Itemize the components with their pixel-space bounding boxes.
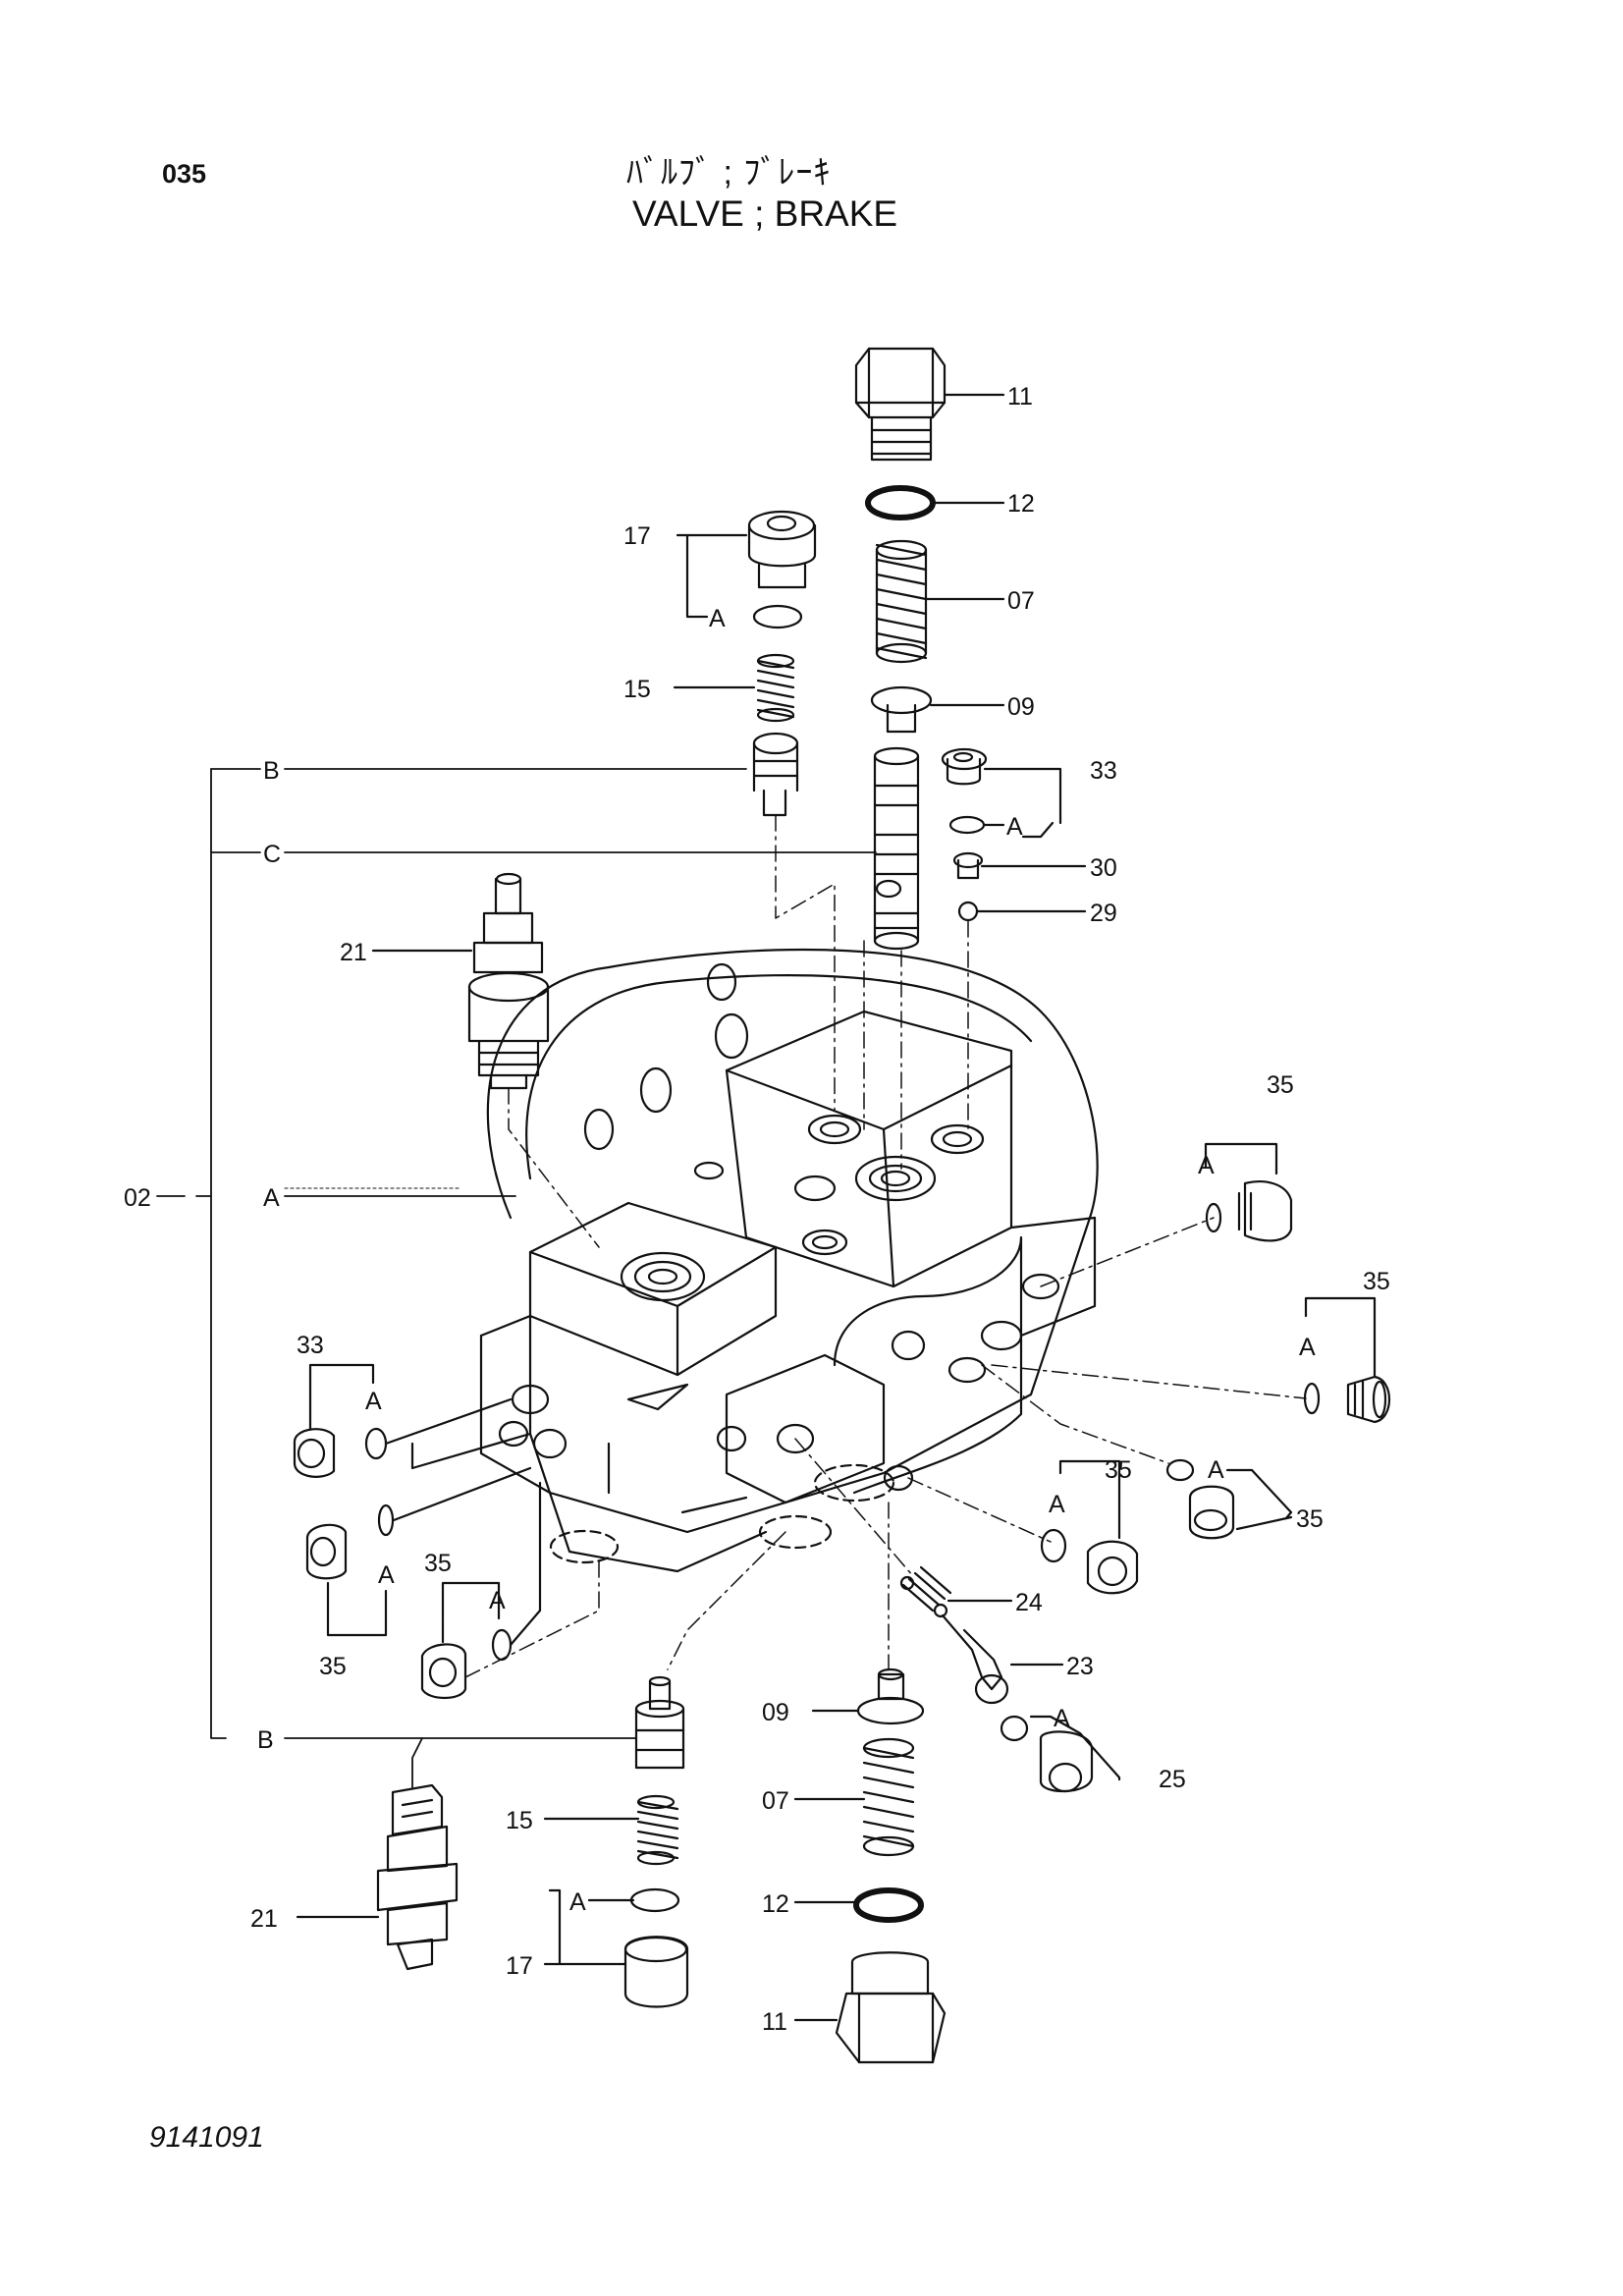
callout-b-bottom: B xyxy=(257,1726,274,1754)
top-right-small-parts xyxy=(941,747,1087,922)
callout-09-bottom: 09 xyxy=(762,1699,789,1726)
callout-a-17-bottom: A xyxy=(569,1888,586,1916)
callout-35-right-3: 35 xyxy=(1296,1505,1324,1533)
callout-24: 24 xyxy=(1015,1589,1043,1616)
title-japanese: ﾊﾞﾙﾌﾞ ; ﾌﾞﾚｰｷ xyxy=(626,154,832,191)
callout-a-35-center: A xyxy=(1049,1491,1065,1518)
callout-35-right-2: 35 xyxy=(1363,1268,1390,1295)
callout-12-bottom: 12 xyxy=(762,1890,789,1918)
callout-07-top: 07 xyxy=(1007,587,1035,615)
callout-35-center: 35 xyxy=(1105,1456,1132,1484)
callout-a-35-bottom-left: A xyxy=(489,1587,506,1614)
center-lines xyxy=(460,814,1307,1680)
callout-17-top: 17 xyxy=(623,522,651,550)
bottom-left-check xyxy=(296,1675,689,2008)
callout-a-35-right-1: A xyxy=(1198,1152,1215,1179)
callout-33-right: 33 xyxy=(1090,757,1117,785)
callout-15-bottom: 15 xyxy=(506,1807,533,1834)
callout-21-top: 21 xyxy=(340,939,367,966)
callout-09-top: 09 xyxy=(1007,693,1035,721)
callout-35-right-1: 35 xyxy=(1267,1071,1294,1099)
top-valve-stack xyxy=(854,347,1005,951)
callout-12-top: 12 xyxy=(1007,490,1035,518)
callout-17-bottom: 17 xyxy=(506,1952,533,1980)
callout-11-bottom: 11 xyxy=(762,2008,787,2036)
callout-b-top: B xyxy=(263,757,280,785)
callout-a-35-right-3: A xyxy=(1208,1456,1224,1484)
relief-valve-21-top xyxy=(371,872,550,1090)
callout-29: 29 xyxy=(1090,900,1117,927)
callout-labels: 11 12 07 09 17 A 15 B C 33 A 30 29 21 02… xyxy=(124,383,1390,2036)
bottom-valve-stack xyxy=(793,1667,947,2064)
callout-a-33-left: A xyxy=(365,1388,382,1415)
callout-a-25: A xyxy=(1054,1705,1070,1732)
page-number: 035 xyxy=(162,159,207,189)
callout-a-35-right-2: A xyxy=(1299,1334,1316,1361)
callout-21-bottom: 21 xyxy=(250,1905,278,1933)
routing-lines xyxy=(156,768,877,1788)
title-english: VALVE ; BRAKE xyxy=(632,193,898,234)
left-side-plugs xyxy=(293,1363,542,1700)
callout-23: 23 xyxy=(1066,1653,1094,1680)
callout-02: 02 xyxy=(124,1184,151,1212)
callout-a-17-top: A xyxy=(709,605,726,632)
valve-body-02 xyxy=(479,948,1099,1573)
callout-07-bottom: 07 xyxy=(762,1787,789,1815)
callout-a-33-right: A xyxy=(1006,813,1023,841)
right-side-plugs xyxy=(1040,1142,1390,1595)
callout-35-bottom-left: 35 xyxy=(424,1550,452,1577)
callout-11-top: 11 xyxy=(1007,383,1033,410)
callout-33-left: 33 xyxy=(297,1332,324,1359)
callout-a-35-left: A xyxy=(378,1561,395,1589)
callout-30: 30 xyxy=(1090,854,1117,882)
callout-35-left: 35 xyxy=(319,1653,347,1680)
callout-25: 25 xyxy=(1159,1766,1186,1793)
lower-right-parts xyxy=(899,1565,1121,1793)
drawing-number: 9141091 xyxy=(149,2121,264,2154)
top-left-check xyxy=(673,510,817,817)
callout-15-top: 15 xyxy=(623,676,651,703)
callout-a-02: A xyxy=(263,1184,280,1212)
callout-c-top: C xyxy=(263,841,281,868)
